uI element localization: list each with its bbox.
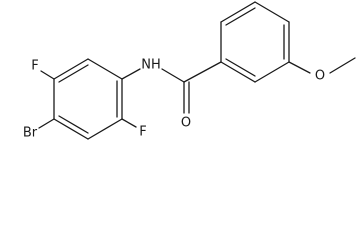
atom-f-top: F: [31, 59, 38, 74]
bond-c-f-bottom: [121, 118, 137, 128]
bond: [220, 1, 256, 23]
bond: [220, 61, 256, 83]
atom-f-bottom: F: [139, 125, 146, 140]
bond-c-ring: [183, 61, 222, 83]
bromodifluorophenyl-ring: [53, 58, 123, 140]
methoxyphenyl-ring: [220, 1, 290, 83]
bond-c-nh: [121, 68, 141, 80]
bond-c-f-top: [40, 70, 55, 80]
bond: [254, 61, 290, 83]
bond: [225, 58, 256, 77]
bond-c-o-ether: [288, 61, 311, 74]
atom-o-carbonyl: O: [181, 116, 191, 131]
bond-c-br: [38, 118, 55, 129]
bond: [87, 58, 123, 80]
bond: [254, 1, 290, 23]
atom-br: Br: [23, 126, 38, 141]
bond-nh-c: [161, 68, 185, 83]
bond: [225, 7, 256, 26]
atom-o-ether: O: [315, 69, 325, 84]
bond-o-methyl: [329, 57, 356, 74]
bond: [58, 64, 89, 83]
bond: [58, 115, 89, 134]
bond: [53, 58, 89, 80]
atom-nh: NH: [141, 58, 161, 73]
bond: [87, 118, 123, 140]
molecule-structure: NH F Br F O O: [23, 1, 356, 141]
bond: [53, 118, 89, 140]
